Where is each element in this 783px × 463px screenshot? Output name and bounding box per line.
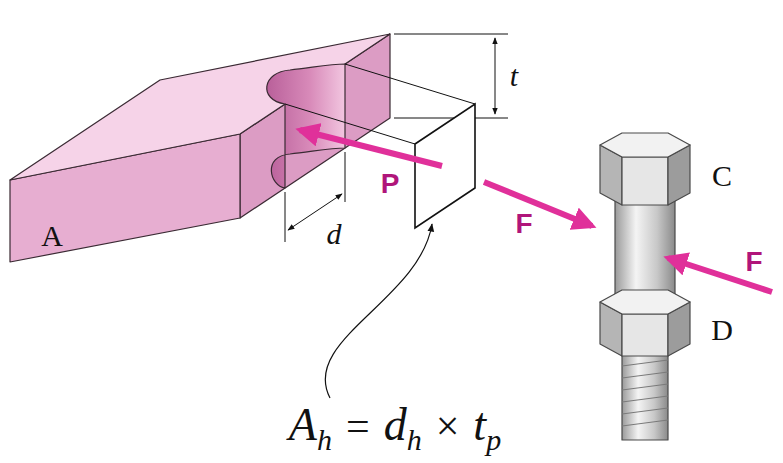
part-label: A (41, 221, 63, 251)
hole-groove (267, 64, 345, 188)
formula-term: p (486, 423, 501, 456)
leader-line (325, 224, 432, 398)
nut (622, 314, 668, 356)
formula-term: d (384, 399, 407, 450)
extension-line (345, 152, 346, 202)
bolt (600, 133, 690, 440)
nut-top (600, 290, 690, 314)
thread-lines (622, 360, 668, 426)
formula-term: = (346, 403, 370, 449)
force-arrows (300, 130, 592, 226)
bearing-area (415, 104, 475, 228)
force-label: F (745, 248, 762, 276)
dimension-label: d (327, 219, 342, 249)
block-a (10, 34, 390, 262)
projection-line (285, 104, 415, 144)
bolt-head (622, 157, 668, 205)
formula-term: h (317, 423, 332, 456)
part-label: D (711, 315, 733, 345)
bolt-thread (622, 350, 668, 440)
formula-term: t (473, 399, 486, 450)
part-label: C (712, 161, 732, 191)
dimension-label: t (510, 61, 518, 91)
thickness-dimension (394, 34, 508, 118)
projection-line (345, 64, 475, 104)
projected-area (285, 64, 475, 228)
force-arrow (300, 130, 442, 166)
formula-term: × (436, 403, 460, 449)
formula-term: h (407, 423, 422, 456)
force-label: F (515, 210, 532, 238)
force-arrow (484, 182, 592, 226)
dimension-line (495, 38, 496, 114)
area-formula: Ah=dh×tp (289, 402, 501, 455)
extension-line (394, 34, 508, 35)
force-label: P (381, 170, 400, 198)
extension-line (285, 192, 286, 242)
formula-term: A (289, 399, 317, 450)
extension-line (394, 118, 508, 119)
bolt-head-top (600, 133, 690, 157)
